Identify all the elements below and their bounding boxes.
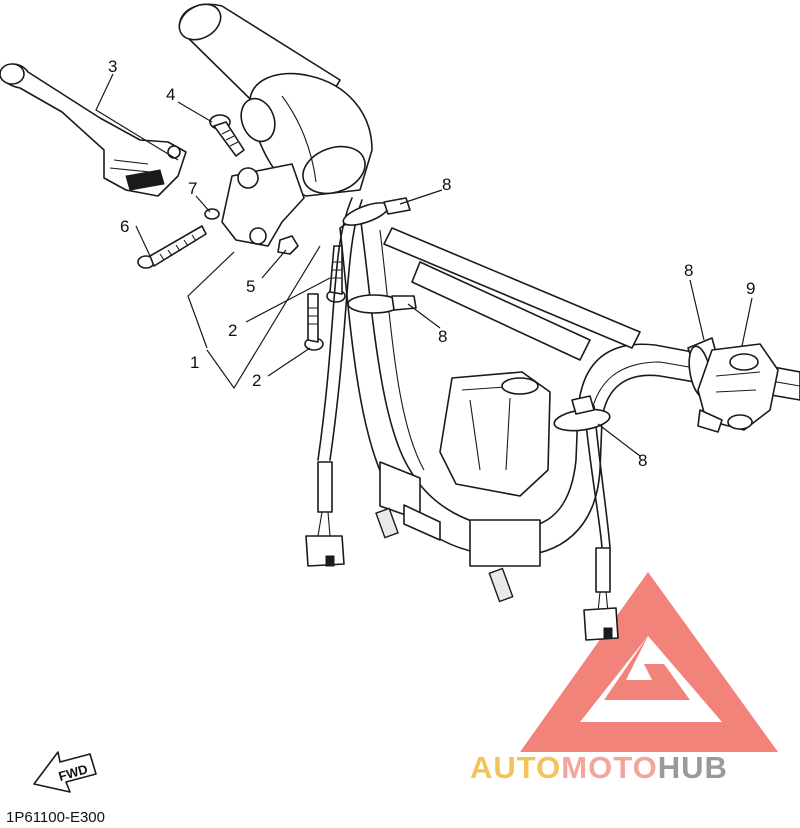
watermark-text: AUTOMOTOHUB [470,750,728,785]
lever [0,63,187,197]
cable-band-3 [553,395,611,432]
callout-8-right: 8 [684,261,693,280]
collar-7 [204,208,220,220]
lever-holder [221,163,305,247]
svg-text:AUTOMOTOHUB: AUTOMOTOHUB [470,750,728,785]
callout-labels: 3 4 7 6 5 2 1 2 8 8 8 9 8 [108,57,755,470]
callout-5: 5 [246,277,255,296]
callout-1: 1 [190,353,199,372]
callout-9: 9 [746,279,755,298]
callout-4: 4 [166,85,175,104]
bolt-4 [209,114,245,157]
cable-band-2 [347,294,417,314]
leader-lines [95,73,753,457]
callout-8-middle: 8 [438,327,447,346]
screw-6 [137,225,207,269]
callout-7: 7 [188,179,197,198]
callout-3: 3 [108,57,117,76]
crossbar [383,227,641,361]
bolt-2-lower [304,293,324,351]
callout-8-top: 8 [442,175,451,194]
figure-code: 1P61100-E300 [6,809,105,826]
callout-6: 6 [120,217,129,236]
grip-assembly [178,3,373,197]
callout-2-upper: 2 [228,321,237,340]
handlebar-switch-9 [697,343,779,433]
watermark-logo [520,572,778,752]
handlebar-holder [375,371,551,603]
watermark-part2: MOTO [561,750,657,785]
callout-2-lower: 2 [252,371,261,390]
watermark-part1: AUTO [470,750,561,785]
switch-wire-right [583,403,619,641]
nut-5 [277,235,299,255]
cable-band-1 [342,197,411,226]
callout-8-lower: 8 [638,451,647,470]
watermark-part3: HUB [658,750,728,785]
fwd-arrow: FWD [33,751,97,793]
